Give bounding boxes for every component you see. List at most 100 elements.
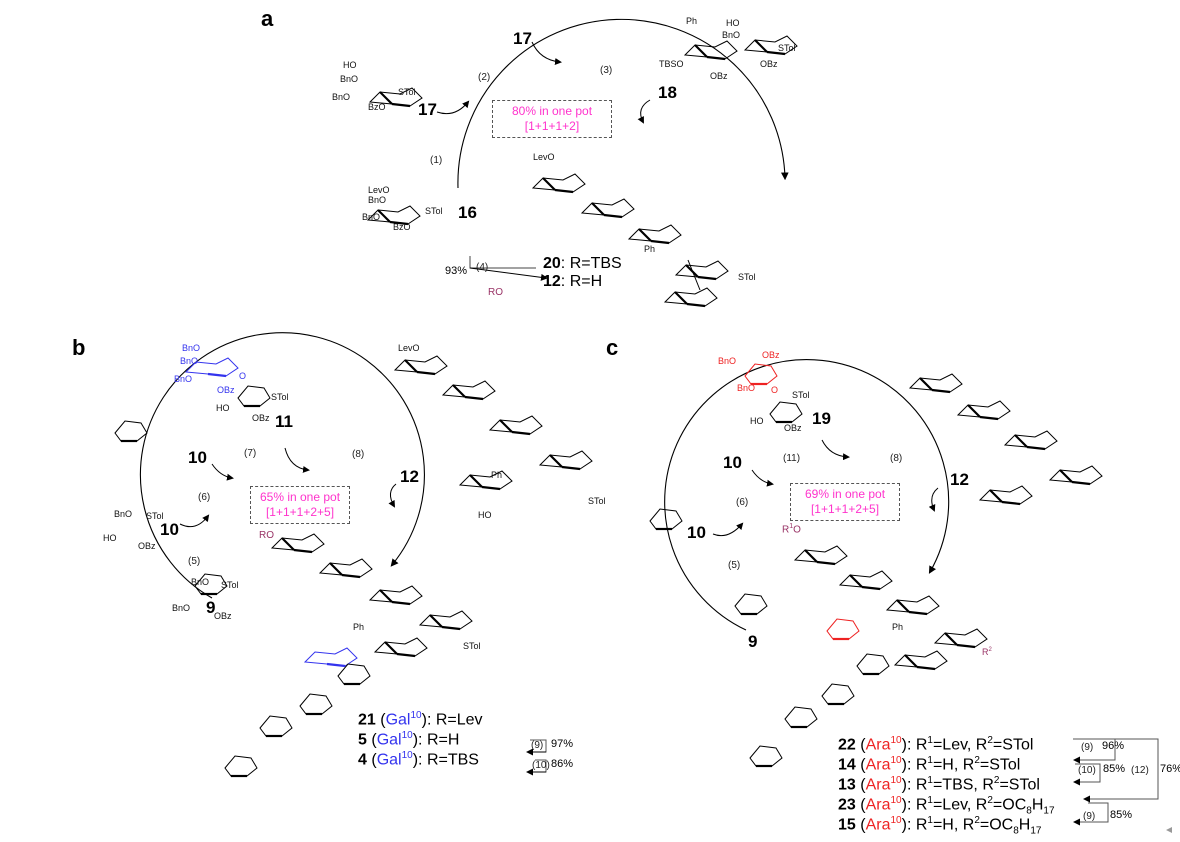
- step-10-b: (10): [532, 760, 550, 771]
- compound-18: 18: [658, 83, 677, 102]
- arrow-11: [284, 447, 310, 473]
- step-2-a: (2): [478, 72, 491, 83]
- label-Ph: Ph: [644, 244, 656, 254]
- label-OBz: OBz: [762, 350, 780, 360]
- legend-text: : R=H: [560, 273, 603, 290]
- arrow-10-top-c: [751, 469, 774, 487]
- step-5-b: (5): [188, 556, 201, 567]
- label-HO: HO: [726, 18, 740, 28]
- arrow-17-left: [436, 100, 470, 115]
- panel-label-c: c: [606, 335, 619, 360]
- label-STol: STol: [463, 641, 481, 651]
- yield-10-c: 85%: [1103, 763, 1126, 775]
- label-BnO: BnO: [332, 92, 351, 102]
- r2-sup: 2: [988, 647, 992, 653]
- gal-tag: Gal: [385, 711, 411, 729]
- label-OBz: OBz: [214, 611, 232, 621]
- arrow-10-side: [179, 514, 210, 528]
- label-RO: RO: [259, 530, 274, 541]
- step-9-c: (9): [1081, 742, 1094, 753]
- legend-text: : R=Lev: [426, 711, 483, 729]
- compound-11: 11: [275, 412, 293, 431]
- label-BnO: BnO: [718, 356, 737, 366]
- legend-line-14: 14 (Ara10): R1=H, R2=STol: [838, 755, 1021, 774]
- label-HO: HO: [216, 403, 230, 413]
- r1-value: H: [942, 756, 954, 774]
- r1-value: TBS: [942, 776, 974, 794]
- ara-tag: Ara: [865, 796, 891, 814]
- cycle-arc-a: [457, 18, 789, 189]
- label-STol: STol: [425, 206, 443, 216]
- legend-text: : R=TBS: [418, 751, 479, 769]
- compound-16: 16: [458, 203, 477, 222]
- label-Ph: Ph: [686, 16, 698, 26]
- compound-10-side: 10: [160, 520, 179, 539]
- panel-label-a: a: [261, 6, 274, 31]
- step-5-c: (5): [728, 560, 741, 571]
- label-BnO: BnO: [172, 603, 191, 613]
- label-OBz: OBz: [252, 413, 270, 423]
- r2-value: STol: [1008, 776, 1040, 794]
- label-R2: R2: [982, 647, 992, 657]
- label-LevO: LevO: [368, 185, 390, 195]
- cycle-arc-c: [664, 359, 950, 631]
- step-1-a: (1): [430, 155, 443, 166]
- label-STol: STol: [588, 496, 606, 506]
- compound-9-c: 9: [748, 632, 758, 651]
- label-TBSO: TBSO: [659, 59, 684, 69]
- r1-value: H: [942, 816, 954, 834]
- legend-line-21: 21 (Gal10): R=Lev: [358, 710, 483, 729]
- one-pot-combo-c: [1+1+1+2+5]: [810, 502, 880, 516]
- arrow-12-c: [928, 487, 939, 512]
- compound-10-side-c: 10: [687, 523, 706, 542]
- label-BzO: BzO: [368, 102, 386, 112]
- label-BnO: BnO: [114, 509, 133, 519]
- label-STol: STol: [778, 43, 796, 53]
- legend-line-15: 15 (Ara10): R1=H, R2=OC8H17: [838, 815, 1042, 837]
- compound-number: 22: [838, 736, 856, 754]
- r1-o: O: [793, 524, 801, 536]
- label-LevO: LevO: [533, 152, 555, 162]
- label-Ph: Ph: [892, 622, 904, 632]
- gal-tag: Gal: [376, 731, 402, 749]
- label-HO: HO: [750, 416, 764, 426]
- compound-number: 4: [358, 751, 367, 769]
- gal-sup: 10: [401, 730, 413, 741]
- cycle-arc-b: [139, 332, 425, 599]
- arrow-10-side-c: [712, 522, 744, 537]
- label-BnO: BnO: [368, 195, 387, 205]
- label-STol: STol: [738, 272, 756, 282]
- label-OBz: OBz: [138, 541, 156, 551]
- ara-sup: 10: [890, 735, 902, 746]
- arrow-17-top: [531, 41, 562, 65]
- r2-value: STol: [1002, 736, 1034, 754]
- arrow-10-top: [211, 463, 234, 481]
- label-STol: STol: [221, 580, 239, 590]
- legend-line-12: 12: R=H: [543, 272, 602, 292]
- yield-12-c: 76%: [1160, 763, 1180, 775]
- ara-tag: Ara: [865, 776, 891, 794]
- one-pot-combo-a: [1+1+1+2]: [524, 119, 580, 133]
- compound-10-top-c: 10: [723, 453, 742, 472]
- compound-12-b: 12: [400, 467, 419, 486]
- yield-9-c: 96%: [1102, 740, 1125, 752]
- label-OBz: OBz: [710, 71, 728, 81]
- step-6-b: (6): [198, 492, 211, 503]
- label-OBz: OBz: [217, 385, 235, 395]
- gal-sup: 10: [410, 710, 422, 721]
- arrow-12-b: [388, 483, 397, 508]
- label-BnO: BnO: [737, 383, 756, 393]
- step-12-c: (12): [1131, 765, 1149, 776]
- compound-9-b: 9: [206, 598, 216, 617]
- label-RO: RO: [488, 287, 503, 298]
- compound-number: 12: [543, 273, 561, 290]
- step-8-b: (8): [352, 449, 365, 460]
- one-pot-yield-a: 80% in one pot: [511, 104, 593, 118]
- step-9b-c: (9): [1083, 811, 1096, 822]
- legend-line-13: 13 (Ara10): R1=TBS, R2=STol: [838, 775, 1040, 794]
- label-BnO: BnO: [362, 212, 381, 222]
- label-OBz: OBz: [784, 423, 802, 433]
- label-HO: HO: [103, 533, 117, 543]
- ara-sup: 10: [890, 815, 902, 826]
